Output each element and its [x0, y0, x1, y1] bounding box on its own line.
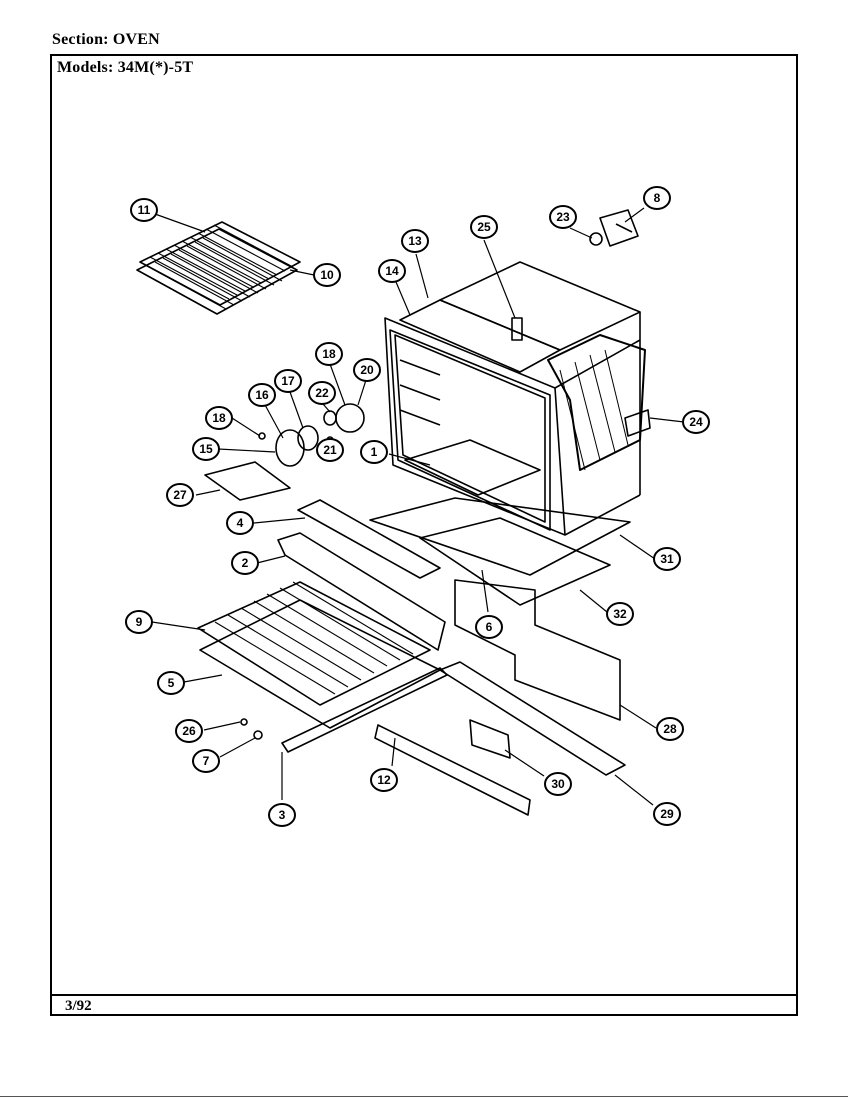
callout-32: 32: [606, 602, 634, 626]
svg-text:5: 5: [168, 676, 175, 690]
svg-text:32: 32: [613, 607, 627, 621]
svg-text:15: 15: [199, 442, 213, 456]
burner-assembly-part: [258, 403, 365, 467]
callout-5: 5: [157, 671, 185, 695]
bottom-panel-part: [369, 497, 631, 721]
models-heading: Models: 34M(*)-5T: [57, 59, 193, 77]
callout-7: 7: [192, 749, 220, 773]
svg-text:9: 9: [136, 615, 143, 629]
models-label: Models:: [57, 59, 114, 76]
svg-text:31: 31: [660, 552, 674, 566]
svg-text:3: 3: [279, 808, 286, 822]
side-rail-part: [439, 661, 626, 776]
oven-cavity-part: [384, 261, 651, 536]
svg-text:18: 18: [322, 347, 336, 361]
clip-7-part: [253, 730, 263, 740]
callout-27: 27: [166, 483, 194, 507]
callout-13: 13: [401, 229, 429, 253]
svg-text:13: 13: [408, 234, 422, 248]
leader-lines: [151, 207, 685, 806]
callout-25: 25: [470, 215, 498, 239]
svg-text:22: 22: [315, 386, 329, 400]
svg-text:4: 4: [237, 516, 244, 530]
callout-31: 31: [653, 547, 681, 571]
callout-30: 30: [544, 772, 572, 796]
screw-26-part: [240, 718, 248, 726]
models-value: 34M(*)-5T: [117, 59, 194, 76]
callout-9: 9: [125, 610, 153, 634]
svg-text:23: 23: [556, 210, 570, 224]
burner-shield-part: [297, 499, 441, 579]
section-label: Section:: [52, 31, 109, 48]
svg-text:30: 30: [551, 777, 565, 791]
svg-text:24: 24: [689, 415, 703, 429]
svg-text:17: 17: [281, 374, 295, 388]
svg-text:7: 7: [203, 754, 210, 768]
oven-rack-part: [136, 221, 301, 315]
callout-10: 10: [313, 263, 341, 287]
svg-text:8: 8: [654, 191, 661, 205]
callout-23: 23: [549, 205, 577, 229]
callout-1: 1: [360, 440, 388, 464]
callout-28: 28: [656, 717, 684, 741]
baffle-part: [277, 532, 446, 651]
svg-text:2: 2: [242, 556, 249, 570]
diagram-frame: Models: 34M(*)-5T 3/92: [50, 54, 798, 1016]
callout-16: 16: [248, 383, 276, 407]
callout-18-upper: 18: [315, 342, 343, 366]
svg-text:14: 14: [385, 264, 399, 278]
callout-12: 12: [370, 768, 398, 792]
callout-6: 6: [475, 615, 503, 639]
slide-rail-part: [374, 724, 531, 816]
svg-text:29: 29: [660, 807, 674, 821]
svg-text:11: 11: [138, 203, 151, 217]
callout-2: 2: [231, 551, 259, 575]
svg-text:16: 16: [255, 388, 269, 402]
svg-text:21: 21: [323, 443, 337, 457]
svg-text:1: 1: [371, 445, 378, 459]
callout-15: 15: [192, 437, 220, 461]
callout-20: 20: [353, 358, 381, 382]
broiler-pan-part: [197, 581, 441, 729]
svg-text:25: 25: [477, 220, 491, 234]
callout-3: 3: [268, 803, 296, 827]
switch-bracket-part: [589, 209, 639, 247]
small-plate-part: [204, 461, 291, 501]
svg-text:6: 6: [486, 620, 493, 634]
callout-11: 11: [130, 198, 158, 222]
svg-text:27: 27: [173, 488, 187, 502]
svg-text:12: 12: [377, 773, 391, 787]
callout-8: 8: [643, 186, 671, 210]
callout-29: 29: [653, 802, 681, 826]
callout-17: 17: [274, 369, 302, 393]
callout-22: 22: [308, 381, 336, 405]
callout-14: 14: [378, 259, 406, 283]
callout-24: 24: [682, 410, 710, 434]
callouts: 11 10 13 14 25 23 8 24 18 20 22 17 16 18…: [125, 186, 710, 827]
svg-text:20: 20: [360, 363, 374, 377]
svg-text:28: 28: [663, 722, 677, 736]
callout-21: 21: [316, 438, 344, 462]
callout-18-lower: 18: [205, 406, 233, 430]
svg-text:10: 10: [320, 268, 334, 282]
section-heading: Section: OVEN: [52, 31, 160, 49]
page-edge-rule: [0, 1096, 848, 1097]
callout-4: 4: [226, 511, 254, 535]
footer-divider: [52, 994, 796, 996]
section-value: OVEN: [112, 31, 160, 48]
revision-date: 3/92: [65, 998, 92, 1014]
svg-text:26: 26: [182, 724, 196, 738]
bracket-30-part: [469, 719, 511, 759]
callout-26: 26: [175, 719, 203, 743]
svg-text:18: 18: [212, 411, 226, 425]
